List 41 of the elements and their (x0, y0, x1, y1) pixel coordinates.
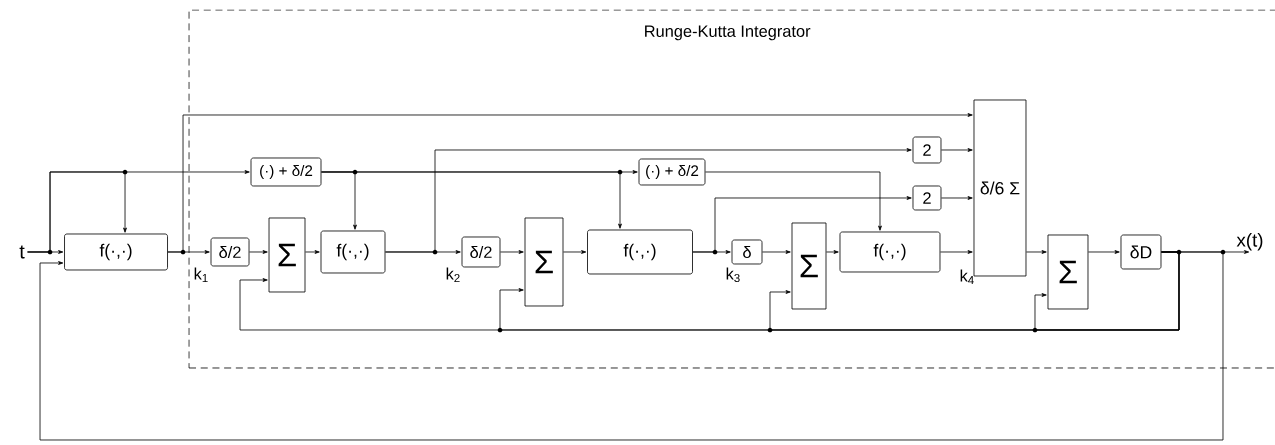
block-box: f(·,·) (64, 233, 168, 271)
arrow (563, 250, 587, 254)
arrow (692, 196, 912, 253)
arrow (1034, 251, 1180, 331)
arrow (705, 171, 882, 231)
block-box: 2 (912, 136, 942, 164)
arrow (826, 250, 839, 254)
signal-label: k$_{3}$ (726, 267, 740, 283)
block-box: (·) + δ/2 (638, 158, 706, 186)
arrow (305, 250, 320, 254)
arrow (385, 148, 912, 253)
arrow (940, 250, 973, 254)
arrow (321, 170, 638, 174)
block-box: f(·,·) (320, 230, 386, 274)
summer-box: Σ (268, 217, 306, 293)
summer-box: Σ (524, 217, 564, 307)
arrow (249, 250, 268, 254)
signal-label: k$_{4}$ (960, 269, 974, 284)
block-box: δ (731, 239, 763, 265)
arrow (941, 148, 973, 152)
summer-box: δ/6 Σ (973, 99, 1027, 277)
block-box: δ/2 (461, 236, 501, 268)
summer-box: Σ (791, 222, 827, 310)
arrow (27, 170, 250, 253)
arrow (1026, 250, 1047, 254)
arrow (941, 196, 973, 200)
block-box: 2 (912, 185, 942, 211)
signal-label: k$_{2}$ (446, 267, 460, 282)
signal-label: k$_{1}$ (194, 267, 208, 282)
block-box: δ/2 (210, 237, 250, 267)
arrow (39, 251, 1224, 441)
block-box: (·) + δ/2 (250, 157, 322, 187)
arrow (167, 113, 973, 253)
summer-box: Σ (1047, 234, 1089, 310)
input-label: t (19, 245, 25, 259)
arrow (762, 250, 791, 254)
block-box: f(·,·) (839, 231, 941, 273)
block-box: δD (1120, 234, 1162, 270)
arrow (1088, 250, 1120, 254)
block-box: f(·,·) (587, 229, 693, 275)
arrow (500, 250, 524, 254)
